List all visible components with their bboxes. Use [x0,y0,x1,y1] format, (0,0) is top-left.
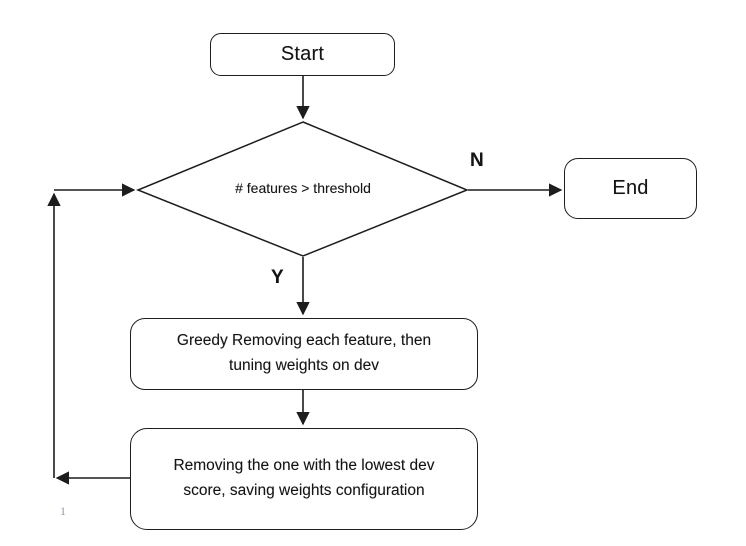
node-process-greedy-removing: Greedy Removing each feature, then tunin… [130,318,478,390]
node-process-removing-lowest: Removing the one with the lowest dev sco… [130,428,478,530]
node-decision-label: # features > threshold [235,180,371,196]
decision-diamond-shape [136,121,469,257]
branch-label-no: N [470,150,484,171]
node-end: End [564,158,697,219]
node-process1-label: Greedy Removing each feature, then tunin… [176,332,432,374]
node-start-label: Start [280,43,325,65]
node-end-label: End [612,177,649,199]
node-start: Start [210,33,395,76]
branch-label-yes: Y [271,267,284,288]
page-number: 1 [60,504,66,518]
node-process2-label: Removing the one with the lowest dev sco… [173,457,435,499]
